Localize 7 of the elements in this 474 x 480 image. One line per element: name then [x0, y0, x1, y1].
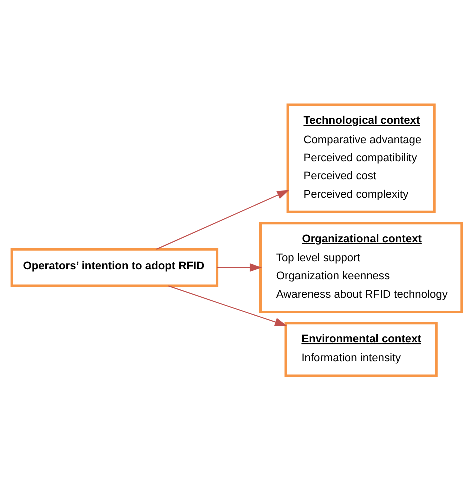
node-box: Organizational context Top level support Organization keenness Awareness about RFID technology [260, 222, 464, 314]
node-box: Environmental context Information intensity [284, 322, 438, 377]
node-box: Technological context Comparative advantage Perceived compatibility Perceived cost Perceived complexity [286, 103, 436, 213]
arrow [168, 285, 288, 326]
node-box: Operators’ intention to adopt RFID [10, 248, 219, 287]
arrow [156, 190, 290, 250]
arrow [217, 263, 262, 272]
